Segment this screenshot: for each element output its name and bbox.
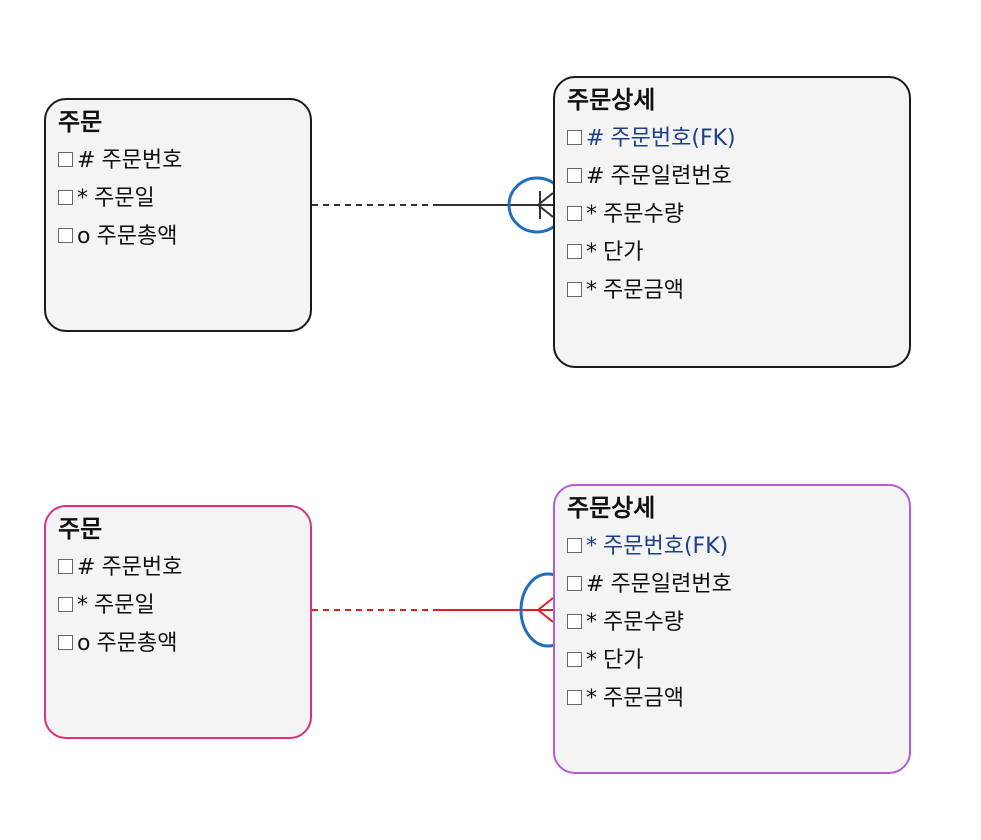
attribute-name: 주문번호 bbox=[101, 555, 183, 580]
attribute-symbol: * bbox=[586, 534, 597, 559]
attribute-symbol: * bbox=[586, 686, 597, 711]
attribute-name: 주문번호(FK) bbox=[610, 126, 736, 151]
crows-foot-upper-2 bbox=[537, 597, 554, 611]
attribute-name: 주문수량 bbox=[603, 202, 684, 227]
checkbox-icon bbox=[58, 227, 73, 243]
attribute-name: 주문금액 bbox=[603, 278, 684, 303]
attribute-row: *단가 bbox=[567, 234, 897, 272]
attribute-symbol: # bbox=[77, 555, 96, 580]
attribute-row-fk: #주문번호(FK) bbox=[567, 120, 897, 158]
attribute-symbol: # bbox=[586, 572, 605, 597]
attribute-name: 단가 bbox=[603, 648, 644, 673]
checkbox-icon bbox=[567, 651, 582, 667]
entity-title: 주문상세 bbox=[567, 86, 656, 114]
checkbox-icon bbox=[58, 596, 73, 612]
attribute-name: 주문번호 bbox=[101, 148, 183, 173]
entity-order-detail-bottom[interactable]: 주문상세 *주문번호(FK) #주문일련번호 *주문수량 *단가 *주문금액 bbox=[553, 484, 911, 774]
attribute-symbol: o bbox=[77, 224, 91, 249]
crows-foot-lower-2 bbox=[537, 609, 554, 623]
checkbox-icon bbox=[567, 205, 582, 221]
attribute-name: 주문일련번호 bbox=[610, 572, 732, 597]
checkbox-icon bbox=[567, 575, 582, 591]
attribute-name: 단가 bbox=[603, 240, 644, 265]
attribute-row: #주문번호 bbox=[58, 549, 298, 587]
entity-title: 주문상세 bbox=[567, 494, 656, 522]
attribute-name: 주문총액 bbox=[96, 224, 178, 249]
attribute-row-fk: *주문번호(FK) bbox=[567, 528, 897, 566]
attribute-name: 주문번호(FK) bbox=[603, 534, 729, 559]
attribute-name: 주문총액 bbox=[96, 631, 178, 656]
checkbox-icon bbox=[58, 189, 73, 205]
attribute-name: 주문수량 bbox=[603, 610, 684, 635]
attribute-row: *주문금액 bbox=[567, 680, 897, 718]
attribute-row: #주문번호 bbox=[58, 142, 298, 180]
entity-title: 주문 bbox=[58, 108, 103, 136]
attribute-row: *주문수량 bbox=[567, 196, 897, 234]
entity-title: 주문 bbox=[58, 515, 103, 543]
attribute-symbol: * bbox=[586, 240, 597, 265]
attribute-row: #주문일련번호 bbox=[567, 158, 897, 196]
attribute-symbol: * bbox=[77, 593, 88, 618]
attribute-name: 주문일 bbox=[94, 186, 155, 211]
checkbox-icon bbox=[567, 243, 582, 259]
attribute-name: 주문일 bbox=[94, 593, 155, 618]
checkbox-icon bbox=[58, 151, 73, 167]
checkbox-icon bbox=[58, 634, 73, 650]
checkbox-icon bbox=[567, 129, 582, 145]
attribute-symbol: * bbox=[77, 186, 88, 211]
checkbox-icon bbox=[567, 689, 582, 705]
checkbox-icon bbox=[58, 558, 73, 574]
attribute-row: *주문금액 bbox=[567, 272, 897, 310]
attribute-symbol: # bbox=[586, 164, 605, 189]
checkbox-icon bbox=[567, 537, 582, 553]
attribute-name: 주문일련번호 bbox=[610, 164, 732, 189]
attribute-symbol: * bbox=[586, 202, 597, 227]
attribute-row: *주문일 bbox=[58, 587, 298, 625]
attribute-symbol: # bbox=[586, 126, 605, 151]
attribute-symbol: o bbox=[77, 631, 91, 656]
checkbox-icon bbox=[567, 281, 582, 297]
entity-order-detail-top[interactable]: 주문상세 #주문번호(FK) #주문일련번호 *주문수량 *단가 *주문금액 bbox=[553, 76, 911, 368]
checkbox-icon bbox=[567, 613, 582, 629]
checkbox-icon bbox=[567, 167, 582, 183]
attribute-symbol: * bbox=[586, 278, 597, 303]
attribute-row: *주문일 bbox=[58, 180, 298, 218]
attribute-symbol: * bbox=[586, 610, 597, 635]
attribute-symbol: # bbox=[77, 148, 96, 173]
attribute-row: *주문수량 bbox=[567, 604, 897, 642]
attribute-row: *단가 bbox=[567, 642, 897, 680]
attribute-name: 주문금액 bbox=[603, 686, 684, 711]
attribute-row: #주문일련번호 bbox=[567, 566, 897, 604]
attribute-symbol: * bbox=[586, 648, 597, 673]
